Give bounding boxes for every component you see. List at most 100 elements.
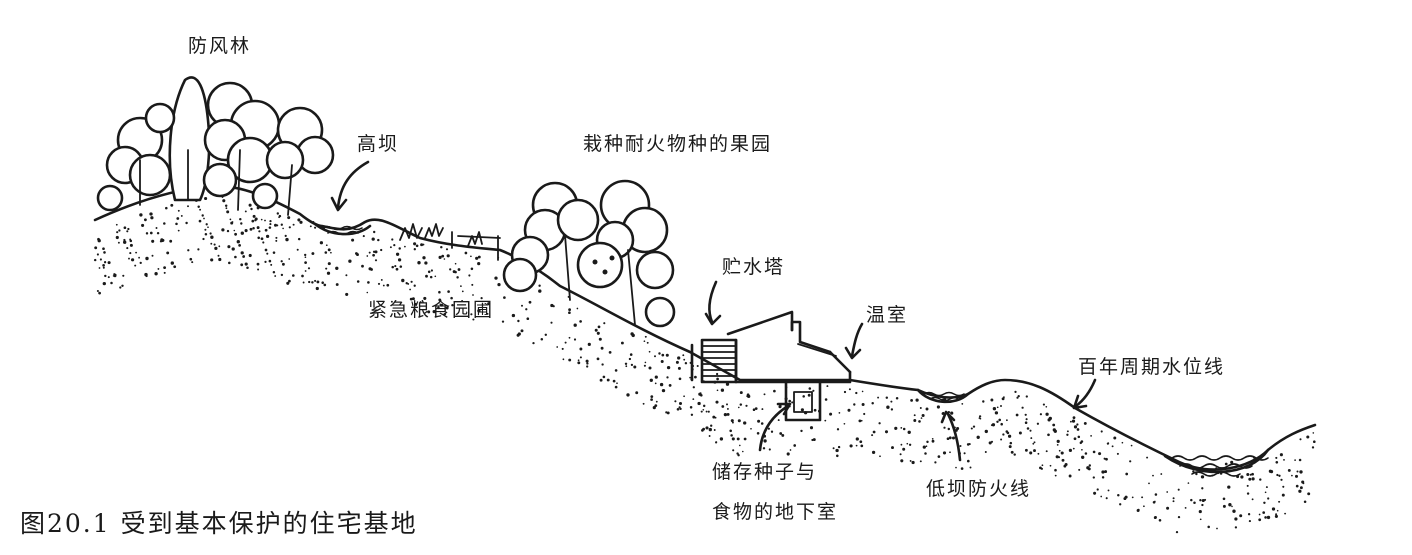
soil-dot	[644, 335, 647, 338]
soil-dot	[1024, 421, 1028, 424]
soil-dot	[264, 248, 268, 252]
soil-dot	[738, 444, 741, 447]
soil-dot	[768, 448, 771, 451]
soil-dot	[716, 377, 719, 381]
soil-dot	[1177, 488, 1180, 491]
soil-dot	[936, 405, 940, 409]
soil-dot	[427, 270, 431, 274]
soil-dot	[683, 395, 685, 398]
soil-dot	[254, 219, 257, 222]
soil-dot	[1066, 433, 1069, 436]
soil-dot	[1192, 470, 1195, 473]
soil-dot	[1025, 395, 1028, 398]
soil-dot	[1269, 469, 1274, 474]
soil-dot	[1105, 497, 1108, 500]
soil-dot	[1039, 413, 1042, 416]
soil-dot	[304, 256, 307, 259]
soil-dot	[472, 318, 475, 321]
soil-dot	[1201, 498, 1205, 503]
soil-dot	[614, 385, 618, 389]
soil-dot	[246, 266, 249, 270]
soil-dot	[1066, 430, 1069, 433]
soil-dot	[1306, 435, 1310, 439]
soil-dot	[726, 403, 728, 406]
soil-dot	[705, 426, 709, 430]
soil-dot	[204, 233, 208, 236]
soil-dot	[272, 271, 276, 274]
soil-dot	[231, 247, 235, 251]
soil-dot	[1311, 446, 1315, 449]
soil-dot	[1262, 511, 1266, 514]
soil-dot	[351, 238, 355, 242]
soil-dot	[1264, 516, 1267, 519]
soil-dot	[960, 467, 964, 470]
soil-dot	[187, 249, 190, 252]
soil-dot	[1015, 413, 1019, 417]
soil-dot	[1006, 431, 1010, 435]
soil-dot	[451, 304, 454, 307]
soil-dot	[1199, 499, 1202, 502]
soil-dot	[1224, 462, 1228, 466]
soil-dot	[1195, 472, 1198, 476]
soil-dot	[278, 216, 280, 219]
soil-dot	[612, 379, 616, 383]
soil-dot	[1266, 515, 1271, 520]
label-cellar-line2: 食物的地下室	[712, 501, 839, 523]
soil-dot	[309, 225, 312, 228]
soil-dot	[170, 261, 174, 265]
soil-dot	[843, 390, 847, 394]
soil-dot	[372, 250, 376, 253]
soil-dot	[399, 265, 403, 268]
soil-dot	[1060, 451, 1064, 455]
soil-dot	[131, 258, 135, 262]
soil-dot	[221, 228, 225, 232]
soil-dot	[1275, 513, 1278, 516]
soil-dot	[177, 209, 180, 212]
soil-dot	[994, 411, 999, 415]
soil-dot	[1177, 515, 1181, 519]
soil-dot	[123, 240, 127, 244]
soil-dot	[285, 237, 289, 242]
soil-dot	[1072, 416, 1076, 419]
soil-dot	[528, 300, 532, 304]
soil-dot	[145, 256, 149, 261]
soil-dot	[577, 359, 580, 362]
soil-dot	[497, 282, 501, 287]
soil-dot	[420, 243, 424, 247]
soil-dot	[445, 248, 449, 251]
soil-dot	[335, 283, 339, 286]
soil-dot	[707, 410, 710, 413]
soil-dot	[1056, 443, 1059, 446]
soil-dot	[380, 248, 383, 252]
soil-dot	[1045, 412, 1049, 416]
soil-dot	[1025, 418, 1028, 421]
soil-dot	[441, 254, 445, 258]
soil-dot	[1049, 464, 1052, 467]
soil-dot	[471, 283, 474, 286]
soil-dot	[251, 219, 255, 223]
soil-dot	[649, 378, 653, 382]
soil-dot	[380, 278, 383, 281]
soil-dot	[872, 430, 876, 434]
soil-dot	[449, 268, 452, 271]
soil-dot	[743, 437, 747, 441]
soil-dot	[1303, 500, 1307, 504]
soil-dot	[366, 291, 369, 294]
soil-dot	[812, 438, 816, 442]
soil-dot	[389, 246, 392, 249]
soil-dot	[878, 422, 881, 425]
soil-dot	[700, 394, 703, 397]
soil-dot	[731, 421, 734, 424]
soil-dot	[393, 244, 396, 247]
soil-dot	[972, 425, 976, 428]
soil-dot	[943, 426, 946, 429]
soil-dot	[1172, 500, 1175, 503]
soil-dot	[222, 199, 226, 203]
soil-dot	[154, 272, 158, 276]
soil-dot	[97, 239, 101, 243]
soil-dot	[562, 358, 565, 361]
soil-dot	[1234, 526, 1238, 529]
soil-dot	[1184, 506, 1187, 509]
soil-dot	[244, 229, 248, 233]
soil-dot	[630, 332, 634, 336]
